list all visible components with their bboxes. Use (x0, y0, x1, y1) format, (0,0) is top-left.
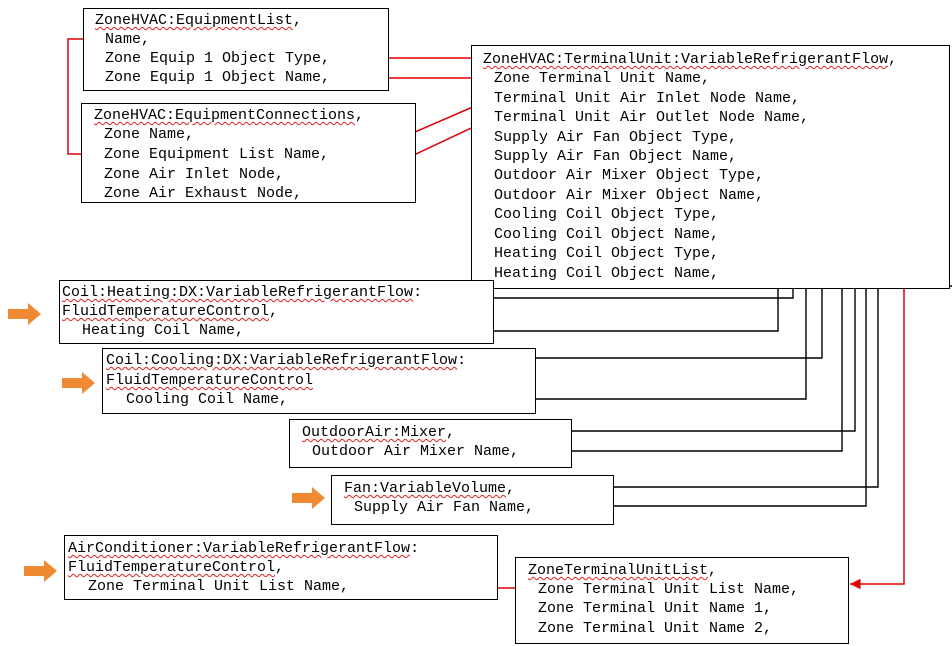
equipment-connections-class: ZoneHVAC:EquipmentConnections (94, 107, 356, 124)
arrow-right-icon (292, 486, 326, 510)
field-zone-name: Zone Name, (104, 126, 195, 143)
field-cooling-coil-name: Cooling Coil Name, (126, 391, 289, 408)
fan-class: Fan:VariableVolume (344, 480, 507, 497)
outdoor-air-mixer-class: OutdoorAir:Mixer (302, 424, 447, 441)
field-zone-air-inlet-node: Zone Air Inlet Node, (104, 166, 285, 183)
air-conditioner-header: AirConditioner:VariableRefrigerantFlow: (68, 540, 420, 557)
field-supply-air-fan-name: Supply Air Fan Name, (354, 499, 535, 516)
arrow-right-icon (8, 302, 42, 326)
field-unit-name-1: Zone Terminal Unit Name 1, (538, 600, 773, 617)
heating-coil-header-2: FluidTemperatureControl, (62, 303, 279, 320)
outdoor-air-mixer-header: OutdoorAir:Mixer, (302, 424, 456, 441)
terminal-unit-class: ZoneHVAC:TerminalUnit:VariableRefrigeran… (483, 51, 889, 68)
cooling-coil-class-2: FluidTemperatureControl (106, 372, 314, 389)
equipment-connections-header: ZoneHVAC:EquipmentConnections, (94, 107, 365, 124)
field-outdoor-air-mixer-name: Outdoor Air Mixer Name, (312, 443, 520, 460)
terminal-unit-list-header: ZoneTerminalUnitList, (528, 562, 718, 579)
field-supply-fan-object-name: Supply Air Fan Object Name, (494, 148, 738, 165)
field-zone-air-exhaust-node: Zone Air Exhaust Node, (104, 185, 303, 202)
equipment-list-box: ZoneHVAC:EquipmentList, Name, Zone Equip… (83, 8, 389, 91)
air-conditioner-box: AirConditioner:VariableRefrigerantFlow: … (64, 535, 498, 600)
field-cooling-coil-object-name: Cooling Coil Object Name, (494, 226, 720, 243)
air-conditioner-class: AirConditioner:VariableRefrigerantFlow (68, 540, 411, 557)
arrow-right-icon (24, 559, 58, 583)
field-heating-coil-object-type: Heating Coil Object Type, (494, 245, 720, 262)
cooling-coil-class: Coil:Cooling:DX:VariableRefrigerantFlow (106, 352, 458, 369)
heating-coil-class-2: FluidTemperatureControl (62, 303, 270, 320)
air-conditioner-class-2: FluidTemperatureControl (68, 559, 276, 576)
cooling-coil-box: Coil:Cooling:DX:VariableRefrigerantFlow:… (102, 348, 536, 414)
field-oa-mixer-object-name: Outdoor Air Mixer Object Name, (494, 187, 765, 204)
arrow-right-icon (62, 371, 96, 395)
equipment-list-class: ZoneHVAC:EquipmentList (95, 12, 294, 29)
cooling-coil-header: Coil:Cooling:DX:VariableRefrigerantFlow: (106, 352, 467, 369)
field-oa-mixer-object-type: Outdoor Air Mixer Object Type, (494, 167, 765, 184)
field-heating-coil-name: Heating Coil Name, (82, 322, 245, 339)
terminal-unit-list-class: ZoneTerminalUnitList (528, 562, 709, 579)
fan-header: Fan:VariableVolume, (344, 480, 516, 497)
field-zone-equip-object-type: Zone Equip 1 Object Type, (105, 50, 331, 67)
field-zone-equipment-list-name: Zone Equipment List Name, (104, 146, 330, 163)
terminal-unit-header: ZoneHVAC:TerminalUnit:VariableRefrigeran… (483, 51, 898, 68)
cooling-coil-header-2: FluidTemperatureControl (106, 371, 313, 390)
field-air-outlet-node-name: Terminal Unit Air Outlet Node Name, (494, 109, 810, 126)
heating-coil-header: Coil:Heating:DX:VariableRefrigerantFlow: (62, 284, 423, 301)
air-conditioner-header-2: FluidTemperatureControl, (68, 559, 285, 576)
outdoor-air-mixer-box: OutdoorAir:Mixer, Outdoor Air Mixer Name… (289, 419, 572, 468)
field-unit-list-name: Zone Terminal Unit List Name, (538, 581, 800, 598)
equipment-list-header: ZoneHVAC:EquipmentList, (95, 12, 303, 29)
field-unit-name-2: Zone Terminal Unit Name 2, (538, 620, 773, 637)
field-supply-fan-object-type: Supply Air Fan Object Type, (494, 129, 738, 146)
fan-box: Fan:VariableVolume, Supply Air Fan Name, (331, 475, 614, 525)
terminal-unit-box: ZoneHVAC:TerminalUnit:VariableRefrigeran… (471, 45, 950, 289)
field-name: Name, (105, 31, 151, 48)
field-cooling-coil-object-type: Cooling Coil Object Type, (494, 206, 720, 223)
equipment-connections-box: ZoneHVAC:EquipmentConnections, Zone Name… (81, 103, 416, 203)
field-zone-terminal-unit-list-name: Zone Terminal Unit List Name, (88, 578, 350, 595)
heating-coil-box: Coil:Heating:DX:VariableRefrigerantFlow:… (59, 280, 494, 344)
field-heating-coil-object-name: Heating Coil Object Name, (494, 265, 720, 282)
heating-coil-class: Coil:Heating:DX:VariableRefrigerantFlow (62, 284, 414, 301)
field-air-inlet-node-name: Terminal Unit Air Inlet Node Name, (494, 90, 801, 107)
field-zone-equip-object-name: Zone Equip 1 Object Name, (105, 69, 331, 86)
terminal-unit-list-box: ZoneTerminalUnitList, Zone Terminal Unit… (515, 557, 849, 644)
field-zone-terminal-unit-name: Zone Terminal Unit Name, (494, 70, 711, 87)
